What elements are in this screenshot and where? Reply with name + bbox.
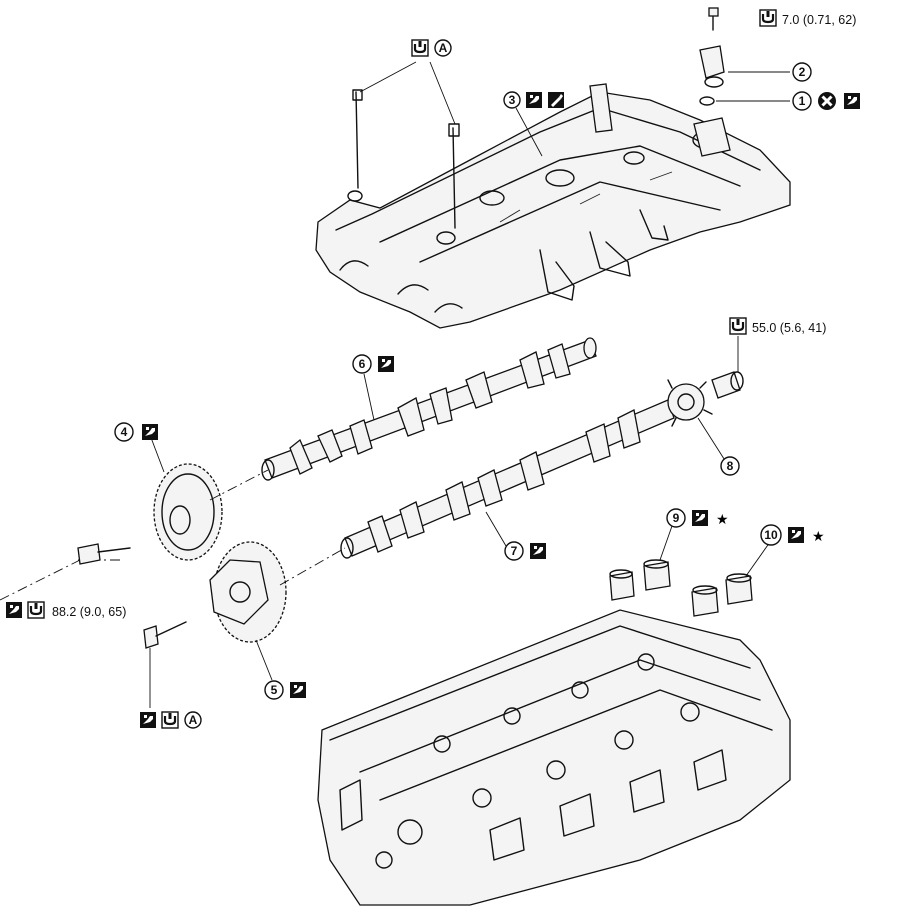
part-7-number: 7	[511, 544, 518, 558]
lubricate-icon	[788, 527, 804, 543]
bracket-bolt-callout: A	[410, 38, 452, 58]
plug-torque-callout: 55.0 (5.6, 41)	[728, 316, 826, 336]
part-6-callout: 6	[352, 354, 394, 421]
sensor-bolt-torque: 7.0 (0.71, 62)	[782, 13, 856, 27]
sealant-icon	[548, 92, 564, 108]
lubricate-icon	[140, 712, 156, 728]
part-3-number: 3	[509, 93, 516, 107]
part-4-callout: 4	[114, 422, 158, 442]
lubricate-icon	[844, 93, 860, 109]
part-1-callout: 1	[792, 90, 860, 112]
star-mark: ★	[716, 511, 729, 527]
torque-wrench-icon	[26, 600, 46, 620]
plug-torque: 55.0 (5.6, 41)	[752, 321, 826, 335]
lubricate-icon	[378, 356, 394, 372]
procedure-a-mark: A	[439, 41, 448, 55]
camshaft-lower-drawing	[340, 399, 675, 559]
part-1-number: 1	[799, 94, 806, 108]
part-2-callout: 2	[792, 62, 812, 82]
part-10-number: 10	[764, 528, 778, 542]
procedure-a-mark: A	[189, 713, 198, 727]
bracket-bolts	[352, 61, 460, 229]
camshaft-position-sensor-drawing	[699, 7, 790, 106]
sprocket-bolt-torque-callout: 88.2 (9.0, 65)	[6, 600, 126, 620]
sprocket-bolt-torque: 88.2 (9.0, 65)	[52, 605, 126, 619]
torque-wrench-icon	[410, 38, 430, 58]
lubricate-icon	[142, 424, 158, 440]
part-3-callout: 3	[503, 91, 564, 157]
part-10-callout: 10 ★	[760, 524, 825, 546]
star-mark: ★	[812, 528, 825, 544]
part-5-callout: 5	[264, 680, 306, 700]
lubricate-icon	[530, 543, 546, 559]
lubricate-icon	[526, 92, 542, 108]
signal-plate-drawing	[667, 379, 727, 463]
sensor-bolt-torque-callout: 7.0 (0.71, 62)	[758, 8, 856, 28]
valve-lifters-drawing	[609, 525, 771, 617]
intake-sprocket-bolt-callout: A	[140, 710, 202, 730]
torque-wrench-icon	[728, 316, 748, 336]
plug-drawing	[711, 336, 744, 399]
part-6-number: 6	[359, 357, 366, 371]
part-4-number: 4	[121, 425, 128, 439]
torque-wrench-icon	[758, 8, 778, 28]
lubricate-icon	[290, 682, 306, 698]
part-9-number: 9	[673, 511, 680, 525]
camshaft-bracket-drawing	[315, 83, 791, 329]
part-5-number: 5	[271, 683, 278, 697]
lubricate-icon	[6, 602, 22, 618]
camshaft-upper-drawing	[261, 337, 597, 481]
camshaft-sprocket-exhaust-drawing	[149, 434, 223, 561]
do-not-reuse-icon	[816, 90, 838, 112]
camshaft-sprocket-intake-drawing	[209, 541, 287, 681]
part-2-number: 2	[799, 65, 806, 79]
part-8-callout: 8	[720, 456, 740, 476]
part-8-number: 8	[727, 459, 734, 473]
part-9-callout: 9 ★	[666, 508, 729, 528]
lubricate-icon	[692, 510, 708, 526]
part-7-callout: 7	[485, 511, 546, 561]
sprocket-bolts	[77, 543, 187, 708]
torque-wrench-icon	[160, 710, 180, 730]
cylinder-head-drawing	[317, 609, 791, 906]
